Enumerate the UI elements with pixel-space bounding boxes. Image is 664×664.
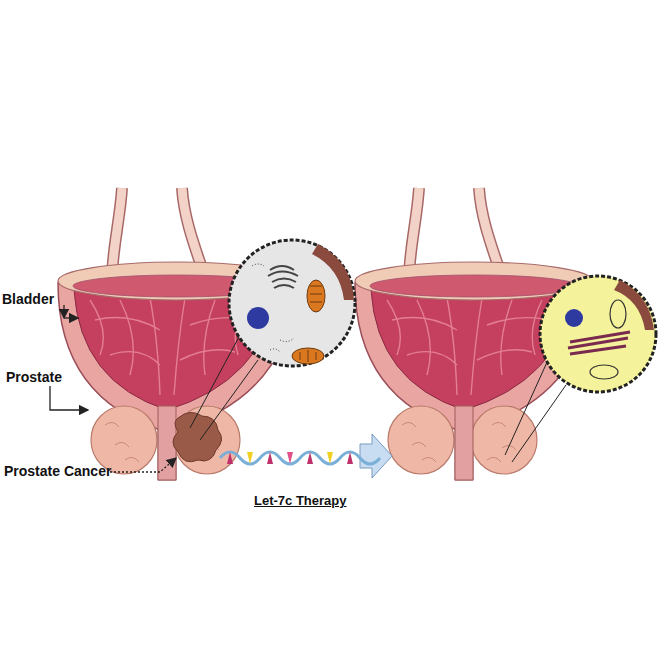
organ-label: Prostate [6,370,62,385]
organ-label: Prostate Cancer [4,464,111,479]
treated-cell [540,276,656,392]
therapy-arrow [220,434,392,478]
organ-label: Bladder [2,292,54,307]
cancer-cell [229,240,355,366]
therapy-label: Let-7c Therapy [254,494,346,508]
